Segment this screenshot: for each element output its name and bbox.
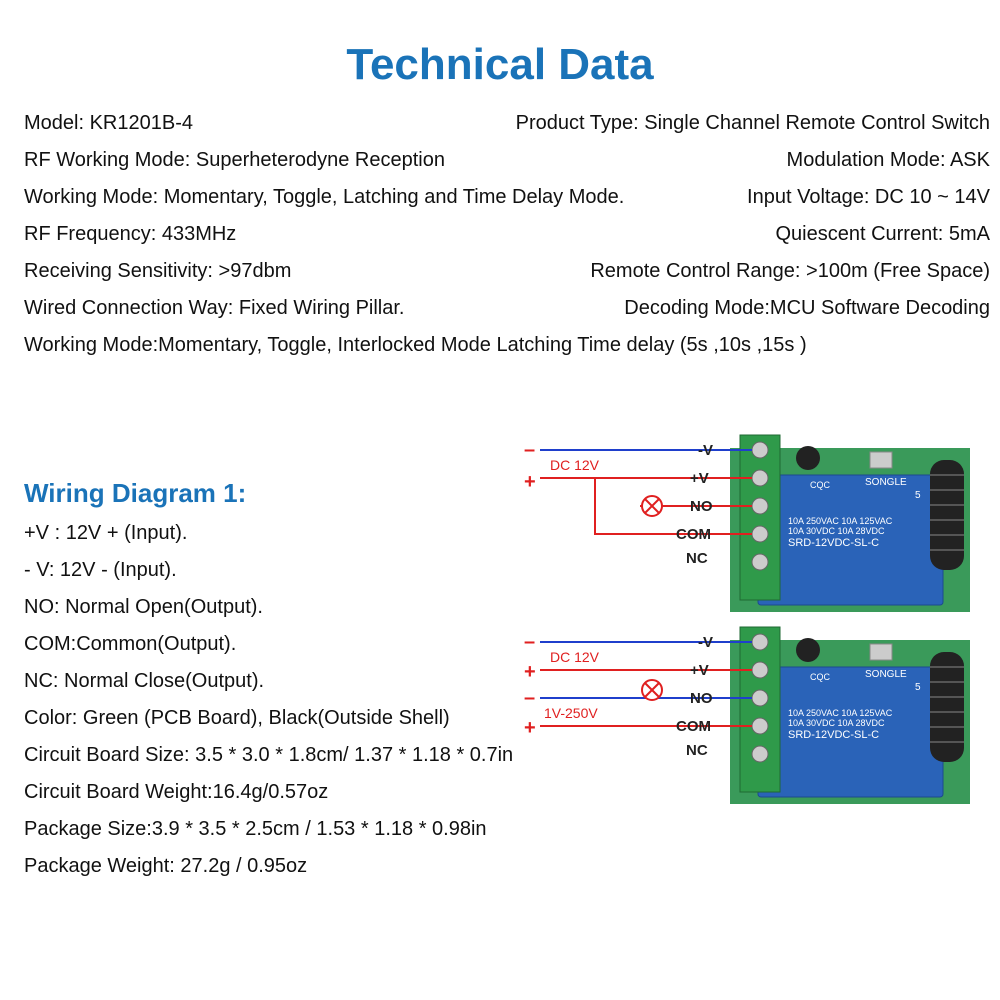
spec-quiescent-current: Quiescent Current: 5mA (775, 222, 990, 245)
terminal-label-plus-v: +V (690, 662, 709, 679)
wiring-item-plus-v: +V : 12V + (Input). (24, 522, 188, 544)
wiring-item-no: NO: Normal Open(Output). (24, 596, 263, 618)
capacitor (796, 446, 820, 470)
relay-mark: 5 (915, 682, 921, 693)
terminal-screw-nc (751, 553, 769, 571)
wiring-item-minus-v: - V: 12V - (Input). (24, 559, 177, 581)
supply-label: DC 12V (550, 649, 600, 665)
spec-remote-range: Remote Control Range: >100m (Free Space) (590, 259, 990, 282)
terminal-screw-com (751, 525, 769, 543)
terminal-screw-nc (751, 745, 769, 763)
spec-row-working-mode: Working Mode: Momentary, Toggle, Latchin… (24, 182, 990, 212)
wiring-item-package-size: Package Size:3.9 * 3.5 * 2.5cm / 1.53 * … (24, 818, 487, 840)
load-plus-sign: + (524, 717, 536, 739)
terminal-label-com: COM (676, 526, 711, 543)
spec-product-type: Product Type: Single Channel Remote Cont… (515, 111, 990, 134)
terminal-label-no: NO (690, 498, 713, 515)
relay-model: SRD-12VDC-SL-C (788, 537, 879, 549)
plus-sign: + (524, 661, 536, 683)
load-supply-label: 1V-250V (544, 705, 598, 721)
relay-rating-1: 10A 250VAC 10A 125VAC (788, 708, 893, 718)
relay-rating-1: 10A 250VAC 10A 125VAC (788, 516, 893, 526)
spec-input-voltage: Input Voltage: DC 10 ~ 14V (747, 185, 990, 208)
relay-mark: 5 (915, 490, 921, 501)
spec-working-mode: Working Mode: Momentary, Toggle, Latchin… (24, 185, 625, 208)
spec-model: Model: KR1201B-4 (24, 111, 193, 134)
wiring-item-board-weight: Circuit Board Weight:16.4g/0.57oz (24, 781, 329, 803)
spec-row-model: Model: KR1201B-4 Product Type: Single Ch… (24, 108, 990, 138)
wiring-diagram-title: Wiring Diagram 1: (24, 478, 247, 508)
wiring-item-color: Color: Green (PCB Board), Black(Outside … (24, 707, 450, 729)
button-component (869, 451, 893, 469)
minus-sign: – (524, 439, 535, 461)
page-title: Technical Data (346, 40, 654, 89)
relay-logo: CQC (810, 672, 831, 682)
terminal-screw-no (751, 497, 769, 515)
capacitor (796, 638, 820, 662)
wiring-spec-list: +V : 12V + (Input). - V: 12V - (Input). … (24, 518, 513, 888)
lamp-icon (641, 679, 663, 701)
wiring-item-com: COM:Common(Output). (24, 633, 237, 655)
terminal-block (739, 626, 781, 793)
wiring-item-nc: NC: Normal Close(Output). (24, 670, 265, 692)
terminal-label-minus-v: -V (698, 634, 713, 651)
terminal-screw-com (751, 717, 769, 735)
wiring-item-board-size: Circuit Board Size: 3.5 * 3.0 * 1.8cm/ 1… (24, 744, 514, 766)
spec-receiving-sensitivity: Receiving Sensitivity: >97dbm (24, 259, 292, 282)
spec-decoding-mode: Decoding Mode:MCU Software Decoding (624, 296, 990, 319)
spec-rf-frequency: RF Frequency: 433MHz (24, 222, 237, 245)
relay-rating-2: 10A 30VDC 10A 28VDC (788, 718, 885, 728)
plus-sign: + (524, 471, 536, 493)
relay-model: SRD-12VDC-SL-C (788, 729, 879, 741)
terminal-screw-plus-v (751, 661, 769, 679)
terminal-label-no: NO (690, 690, 713, 707)
spec-row-sensitivity: Receiving Sensitivity: >97dbm Remote Con… (24, 256, 990, 286)
button-component (869, 643, 893, 661)
lamp-icon (641, 495, 663, 517)
terminal-screw-no (751, 689, 769, 707)
spec-modulation-mode: Modulation Mode: ASK (786, 148, 990, 171)
relay-rating-2: 10A 30VDC 10A 28VDC (788, 526, 885, 536)
spec-row-wired-connection: Wired Connection Way: Fixed Wiring Pilla… (24, 293, 990, 323)
terminal-label-plus-v: +V (690, 470, 709, 487)
load-minus-sign: – (524, 687, 535, 709)
spec-row-working-mode-2: Working Mode:Momentary, Toggle, Interloc… (24, 330, 990, 360)
terminal-label-nc: NC (686, 742, 708, 759)
terminal-screw-plus-v (751, 469, 769, 487)
terminal-screw-minus-v (751, 441, 769, 459)
terminal-label-minus-v: -V (698, 442, 713, 459)
spec-row-rf-mode: RF Working Mode: Superheterodyne Recepti… (24, 145, 990, 175)
terminal-label-nc: NC (686, 550, 708, 567)
spec-wired-connection: Wired Connection Way: Fixed Wiring Pilla… (24, 296, 405, 319)
wiring-item-package-weight: Package Weight: 27.2g / 0.95oz (24, 855, 308, 877)
wiring-diagram-1: CQC SONGLE 5 10A 250VAC 10A 125VAC 10A 3… (524, 434, 970, 612)
antenna-coil-icon (930, 652, 964, 762)
terminal-screw-minus-v (751, 633, 769, 651)
minus-sign: – (524, 631, 535, 653)
wire-com-link (594, 478, 752, 535)
spec-rf-working-mode: RF Working Mode: Superheterodyne Recepti… (24, 148, 445, 171)
terminal-block (739, 434, 781, 601)
antenna-coil-icon (930, 460, 964, 570)
wiring-diagram-2: CQC SONGLE 5 10A 250VAC 10A 125VAC 10A 3… (524, 626, 970, 804)
relay-brand: SONGLE (865, 669, 907, 680)
relay-brand: SONGLE (865, 477, 907, 488)
spec-row-frequency: RF Frequency: 433MHz Quiescent Current: … (24, 219, 990, 249)
relay-logo: CQC (810, 480, 831, 490)
spec-working-mode-detail: Working Mode:Momentary, Toggle, Interloc… (24, 333, 807, 356)
terminal-label-com: COM (676, 718, 711, 735)
supply-label: DC 12V (550, 457, 600, 473)
